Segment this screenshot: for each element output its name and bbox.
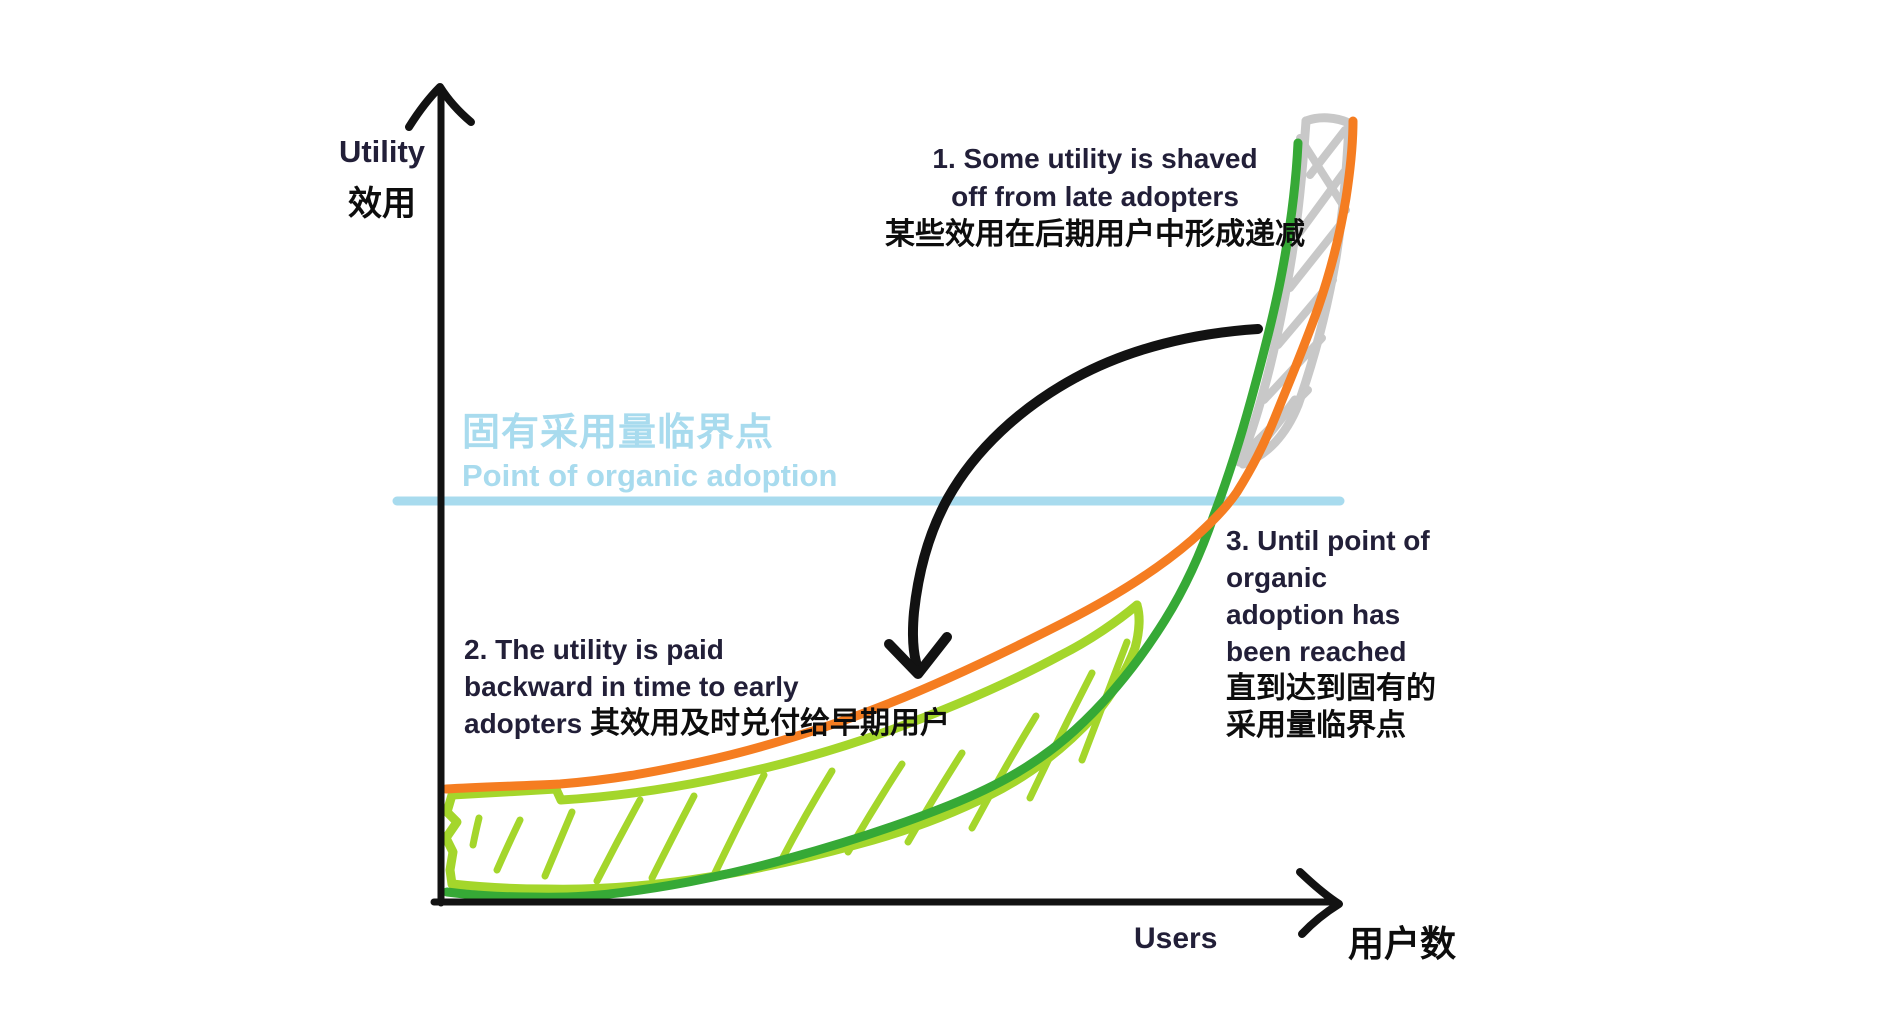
annotation-3-en-line-4: been reached <box>1226 636 1407 667</box>
annotation-2-en-line-1: 2. The utility is paid <box>464 634 724 665</box>
threshold-label-zh: 固有采用量临界点 <box>462 412 775 454</box>
y-axis-label-zh: 效用 <box>348 185 416 223</box>
flow-arrow-curve <box>907 324 1263 667</box>
annotation-1-zh: 某些效用在后期用户中形成递减 <box>885 218 1305 251</box>
annotation-3-zh-line-2: 采用量临界点 <box>1226 709 1406 742</box>
annotation-shaved-utility: 1. Some utility is shaved off from late … <box>860 140 1330 252</box>
annotation-2-en-line-2: backward in time to early <box>464 671 799 702</box>
annotation-paid-backward: 2. The utility is paid backward in time … <box>464 631 950 742</box>
y-axis-arrowhead <box>405 83 475 131</box>
annotation-3-zh-line-1: 直到达到固有的 <box>1226 672 1436 705</box>
subsidized-curve-orange <box>441 116 1358 794</box>
x-axis-label-zh: 用户数 <box>1348 923 1457 964</box>
x-axis-arrowhead <box>1296 868 1343 938</box>
annotation-3-en-line-3: adoption has <box>1226 599 1401 630</box>
annotation-2-en-line-3: adopters 其效用及时兑付给早期用户 <box>464 705 950 742</box>
annotation-until-organic-point: 3. Until point of organic adoption has b… <box>1226 522 1436 744</box>
annotation-2-zh: 其效用及时兑付给早期用户 <box>590 707 951 740</box>
annotation-3-en-line-1: 3. Until point of <box>1226 525 1430 556</box>
annotation-1-en-line-2: off from late adopters <box>951 181 1239 212</box>
annotation-1-en-line-1: 1. Some utility is shaved <box>932 143 1258 174</box>
annotation-2-en-word: adopters <box>464 708 583 739</box>
annotation-3-en-line-2: organic <box>1226 562 1328 593</box>
flow-arrow-head <box>884 632 952 679</box>
x-axis-label-en: Users <box>1134 922 1218 955</box>
threshold-label-en: Point of organic adoption <box>462 458 838 493</box>
y-axis-label-en: Utility <box>338 134 426 169</box>
organic-curve-green <box>442 138 1303 902</box>
